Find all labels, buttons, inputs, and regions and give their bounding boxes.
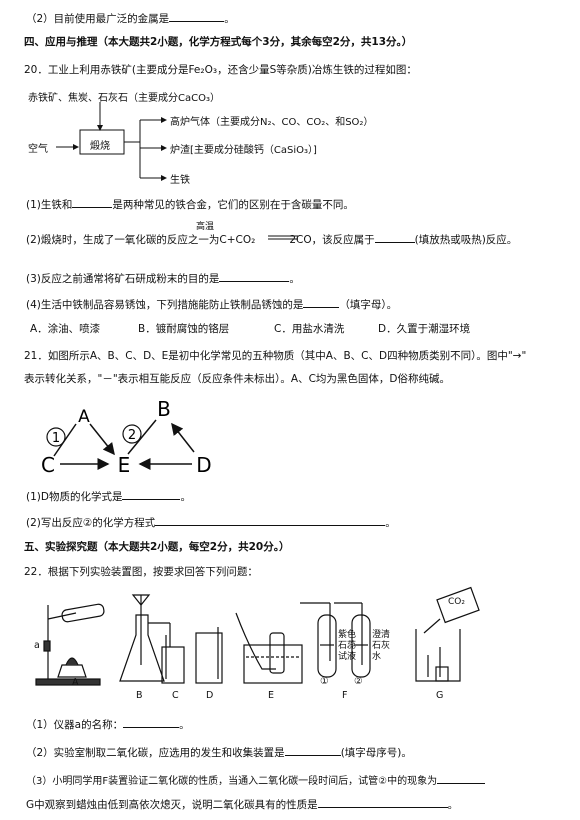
q22-part2: （2）实验室制取二氧化碳，应选用的发生和收集装置是 (填字母序号)。 [26,744,412,760]
label-tube1: 紫色石蕊试液 [338,630,357,662]
q20-p2-text-b: 2CO，该反应属于 [289,234,375,246]
q21-line1: 21．如图所示A、B、C、D、E是初中化学常见的五种物质（其中A、B、C、D四种… [24,350,527,362]
q20-p4-text-b: （填字母）。 [339,299,398,311]
node-b: B [157,397,171,421]
q22-p3-text-c: G中观察到蜡烛由低到高依次熄灭，说明二氧化碳具有的性质是 [26,799,318,811]
apparatus-b [119,594,171,682]
q21-p2-blank[interactable] [155,514,386,526]
label-a: A [72,677,79,688]
q22-p3-blank1[interactable] [437,772,486,784]
raw-materials-label: 赤铁矿、焦炭、石灰石（主要成分CaCO₃） [28,93,220,104]
label-d: D [206,690,214,701]
q21-p1-text-a: (1)D物质的化学式是 [26,491,123,503]
node-e: E [118,453,131,477]
label-tube-2-num: ② [354,676,363,687]
q20-intro: 20．工业上利用赤铁矿(主要成分是Fe₂O₃，还含少量S等杂质)冶炼生铁的过程如… [24,64,417,76]
section5-title: 五、实验探究题（本大题共2小题，每空2分，共20分。） [24,541,290,553]
circle-label-1: 1 [52,431,60,446]
label-b: B [136,690,143,701]
label-instrument-a: a [34,640,40,651]
output-iron-label: 生铁 [170,175,190,186]
q22-p3-text-d: 。 [447,799,459,811]
node-a: A [78,407,90,427]
node-c: C [41,453,55,477]
q22-p2-blank[interactable] [284,744,341,756]
q21-p2-text-b: 。 [385,517,396,529]
q20-p2-text-c: (填放热或吸热)反应。 [414,234,518,246]
q20-option-b[interactable]: B．镀耐腐蚀的铬层 [138,323,230,335]
furnace-label: 煅烧 [90,141,110,152]
q20-p2-text-a: (2)煅烧时，生成了一氧化碳的反应之一为C+CO₂ [26,234,256,246]
q20-p2-blank[interactable] [374,231,415,243]
circle-marker-2 [122,424,142,444]
q20-p3-blank[interactable] [219,270,290,282]
q20-option-d[interactable]: D．久置于潮湿环境 [378,323,471,335]
q22-intro: 22．根据下列实验装置图，按要求回答下列问题： [24,566,258,578]
q20-p1-text-b: 是两种常见的铁合金，它们的区别在于含碳量不同。 [112,199,354,211]
q20-flow-diagram [56,102,167,181]
air-label: 空气 [28,144,48,155]
label-co2: CO₂ [448,597,465,607]
q21-p2-text-a: (2)写出反应②的化学方程式 [26,517,156,529]
apparatus-c [161,635,185,684]
q19-2-end: 。 [224,13,235,25]
q20-part3: (3)反应之前通常将矿石研成粉末的目的是 。 [26,270,300,286]
q20-p1-text-a: (1)生铁和 [26,199,73,211]
q20-part4: (4)生活中铁制品容易锈蚀，下列措施能防止铁制品锈蚀的是 （填字母）。 [26,296,397,312]
q19-2-line: （2）目前使用最广泛的金属是 。 [26,10,235,26]
q19-2-text: （2）目前使用最广泛的金属是 [26,13,170,25]
edge-a-e [89,423,115,456]
q21-line2: 表示转化关系，"－"表示相互能反应（反应条件未标出）。A、C均为黑色固体，D俗称… [24,373,451,385]
label-tube2: 澄清石灰水 [372,630,391,662]
output-slag-label: 炉渣[主要成分硅酸钙（CaSiO₃）] [170,145,317,156]
q20-p4-blank[interactable] [303,296,340,308]
edge-b-e [127,419,157,455]
q22-p1-text-b: 。 [179,719,190,731]
q20-p4-text-a: (4)生活中铁制品容易锈蚀，下列措施能防止铁制品锈蚀的是 [26,299,304,311]
q20-part1: (1)生铁和 是两种常见的铁合金，它们的区别在于含碳量不同。 [26,196,354,212]
output-gas-label: 高炉气体（主要成分N₂、CO、CO₂、和SO₂） [170,117,374,128]
q20-p2-equal-sign [268,235,298,240]
circle-label-2: 2 [128,428,136,443]
q22-p3-blank2[interactable] [317,796,448,808]
q20-option-c[interactable]: C．用盐水清洗 [274,323,345,335]
q22-p2-text-b: (填字母序号)。 [340,747,412,759]
edge-d-b [171,422,195,453]
q20-p2-condition: 高温 [196,222,215,232]
q22-part3-line1: （3）小明同学用F装置验证二氧化碳的性质，当通入二氧化碳一段时间后，试管②中的现… [26,772,486,789]
q21-p1-text-b: 。 [180,491,191,503]
apparatus-f [300,602,371,678]
apparatus-e [235,612,303,684]
section4-title: 四、应用与推理（本大题共2小题，化学方程式每个3分，其余每空2分，共13分。） [24,36,413,48]
q22-p1-text-a: （1）仪器a的名称： [26,719,124,731]
q20-p3-text-b: 。 [289,273,300,285]
q22-p3-text-a: （3）小明同学用F装置验证二氧化碳的性质，当通入二氧化碳一段时间后，试管②中的现… [26,776,438,787]
q21-part2: (2)写出反应②的化学方程式 。 [26,514,396,530]
label-e: E [268,690,275,701]
q21-p1-blank[interactable] [122,488,181,500]
label-c: C [172,690,179,701]
q21-relation-diagram: 1 2 A B C E D [41,397,212,477]
label-tube-1-num: ① [320,676,329,687]
q19-2-blank[interactable] [169,10,225,22]
circle-marker-1 [46,427,66,447]
q22-part1: （1）仪器a的名称： 。 [26,716,190,732]
q20-p1-blank[interactable] [72,196,113,208]
q22-apparatus [35,586,480,686]
label-f: F [342,690,348,701]
q22-p2-text-a: （2）实验室制取二氧化碳，应选用的发生和收集装置是 [26,747,285,759]
q20-part2: (2)煅烧时，生成了一氧化碳的反应之一为C+CO₂ 2CO，该反应属于 (填放热或吸… [26,231,517,247]
q22-p1-blank[interactable] [123,716,180,728]
q21-part1: (1)D物质的化学式是 。 [26,488,191,504]
apparatus-d [195,627,223,684]
q22-part3-line2: G中观察到蜡烛由低到高依次熄灭，说明二氧化碳具有的性质是 。 [26,796,458,812]
apparatus-a [35,603,105,686]
q20-option-a[interactable]: A．涂油、喷漆 [30,323,101,335]
label-g: G [436,690,444,701]
q20-p3-text-a: (3)反应之前通常将矿石研成粉末的目的是 [26,273,220,285]
apparatus-g [415,586,480,682]
node-d: D [196,453,211,477]
